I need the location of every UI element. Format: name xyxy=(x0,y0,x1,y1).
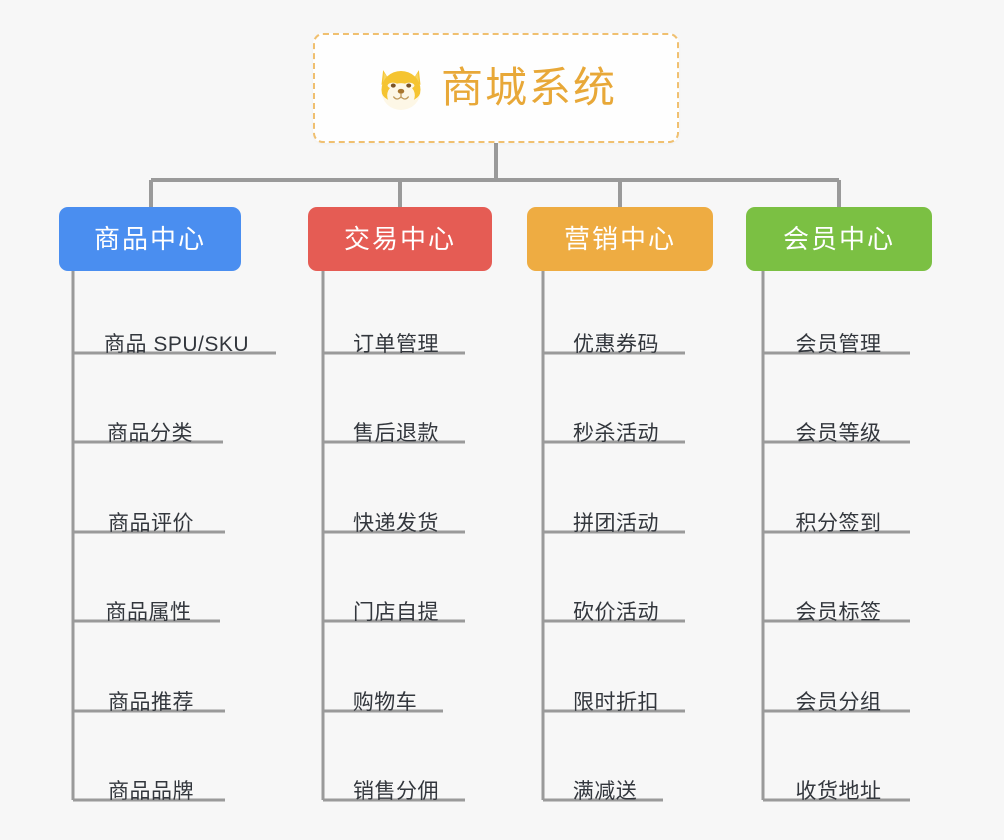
leaf-label: 砍价活动 xyxy=(573,600,659,624)
leaf-node[interactable]: 商品分类 xyxy=(77,402,223,446)
leaf-label: 商品属性 xyxy=(105,600,192,624)
root-node[interactable]: 商城系统 xyxy=(313,33,679,143)
leaf-node[interactable]: 商品 SPU/SKU xyxy=(77,313,276,357)
leaf-label: 会员管理 xyxy=(795,332,882,356)
leaf-node[interactable]: 会员标签 xyxy=(767,581,910,625)
shiba-dog-icon xyxy=(381,70,421,110)
leaf-node[interactable]: 拼团活动 xyxy=(547,492,685,536)
branch-node-3[interactable]: 营销中心 xyxy=(527,207,713,271)
leaf-label: 拼团活动 xyxy=(573,511,659,535)
leaf-node[interactable]: 商品评价 xyxy=(77,492,225,536)
leaf-label: 订单管理 xyxy=(353,332,439,356)
leaf-label: 会员分组 xyxy=(795,690,882,714)
leaf-node[interactable]: 购物车 xyxy=(327,671,443,715)
branch-label: 营销中心 xyxy=(563,224,676,254)
leaf-label: 秒杀活动 xyxy=(573,421,659,445)
leaf-node[interactable]: 满减送 xyxy=(547,760,663,804)
branch-label: 交易中心 xyxy=(343,224,456,254)
leaf-node[interactable]: 销售分佣 xyxy=(327,760,465,804)
root-title: 商城系统 xyxy=(440,64,617,111)
leaf-label: 商品 SPU/SKU xyxy=(103,332,250,356)
leaf-node[interactable]: 限时折扣 xyxy=(547,671,685,715)
leaf-label: 售后退款 xyxy=(353,421,439,445)
leaf-node[interactable]: 会员分组 xyxy=(767,671,910,715)
leaf-label: 收货地址 xyxy=(795,779,882,803)
branch-node-1[interactable]: 商品中心 xyxy=(59,207,241,271)
leaf-node[interactable]: 快递发货 xyxy=(327,492,465,536)
leaf-label: 商品分类 xyxy=(107,421,193,445)
leaf-node[interactable]: 积分签到 xyxy=(767,492,910,536)
leaf-label: 商品评价 xyxy=(108,511,194,535)
leaf-label: 优惠券码 xyxy=(573,332,659,356)
leaf-label: 会员标签 xyxy=(795,600,882,624)
leaf-label: 积分签到 xyxy=(795,511,882,535)
branch-label: 商品中心 xyxy=(93,224,206,254)
leaf-node[interactable]: 商品推荐 xyxy=(77,671,225,715)
leaf-node[interactable]: 收货地址 xyxy=(767,760,910,804)
leaf-node[interactable]: 订单管理 xyxy=(327,313,465,357)
leaf-label: 满减送 xyxy=(572,779,638,803)
leaf-label: 销售分佣 xyxy=(353,779,439,803)
leaf-node[interactable]: 商品品牌 xyxy=(77,760,225,804)
leaf-label: 购物车 xyxy=(352,690,418,714)
leaf-node[interactable]: 售后退款 xyxy=(327,402,465,446)
branch-label: 会员中心 xyxy=(782,224,895,254)
leaf-node[interactable]: 秒杀活动 xyxy=(547,402,685,446)
leaf-label: 商品推荐 xyxy=(108,690,194,714)
leaf-node[interactable]: 会员等级 xyxy=(767,402,910,446)
branch-node-2[interactable]: 交易中心 xyxy=(308,207,492,271)
leaf-label: 门店自提 xyxy=(353,600,439,624)
leaf-label: 限时折扣 xyxy=(573,690,659,714)
leaf-node[interactable]: 门店自提 xyxy=(327,581,465,625)
leaf-node[interactable]: 会员管理 xyxy=(767,313,910,357)
leaf-label: 会员等级 xyxy=(795,421,882,445)
branch-node-4[interactable]: 会员中心 xyxy=(746,207,932,271)
leaf-node[interactable]: 砍价活动 xyxy=(547,581,685,625)
leaf-node[interactable]: 商品属性 xyxy=(77,581,220,625)
leaf-node[interactable]: 优惠券码 xyxy=(547,313,685,357)
leaf-label: 商品品牌 xyxy=(108,779,194,803)
leaf-label: 快递发货 xyxy=(353,511,439,535)
